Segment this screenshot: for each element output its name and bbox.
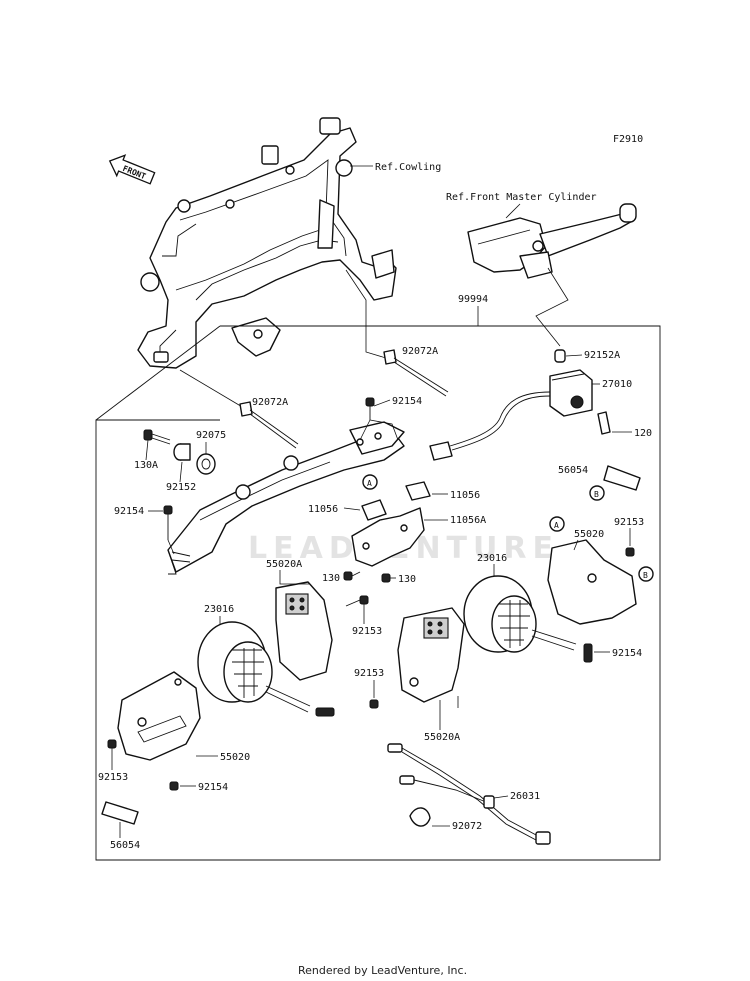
label-55020A-left: 55020A <box>266 559 302 570</box>
label-26031: 26031 <box>510 791 540 802</box>
bolt-130A <box>143 429 171 445</box>
bracket-55020-right <box>547 539 637 625</box>
marker-b-upper: B <box>594 490 599 499</box>
label-92154-bottom: 92154 <box>198 782 228 793</box>
harness-26031 <box>387 743 551 845</box>
label-56054-left: 56054 <box>110 840 140 851</box>
label-23016-right: 23016 <box>477 553 507 564</box>
front-master-cylinder <box>467 203 637 279</box>
bolt-92153-left <box>107 739 117 749</box>
group-box <box>95 325 661 861</box>
lamp-23016-right <box>463 575 593 663</box>
switch-27010 <box>429 349 611 461</box>
label-ref-cowling: Ref.Cowling <box>375 162 441 173</box>
main-bracket <box>167 421 405 575</box>
grommet-92075 <box>196 453 216 475</box>
cable-tie-92072A-left <box>239 401 299 449</box>
label-11056-right: 11056 <box>450 490 480 501</box>
collar-92152 <box>173 443 191 461</box>
label-23016-left: 23016 <box>204 604 234 615</box>
label-92153-right: 92153 <box>614 517 644 528</box>
clip-11056-right <box>405 481 431 501</box>
cable-tie-92072A-top <box>383 349 449 397</box>
label-130-left: 130 <box>322 573 340 584</box>
bracket-55020A-left <box>275 581 333 681</box>
bolt-92154-top <box>365 397 375 420</box>
front-arrow-icon: FRONT <box>108 154 156 185</box>
label-ref-master-cylinder: Ref.Front Master Cylinder <box>446 192 597 203</box>
label-92154-right: 92154 <box>612 648 642 659</box>
label-99994: 99994 <box>458 294 488 305</box>
label-92153-left: 92153 <box>98 772 128 783</box>
marker-a-upper: A <box>367 479 372 488</box>
bolt-92153-lower <box>369 699 379 709</box>
reflector-56054-left <box>101 801 139 825</box>
label-92153-mid: 92153 <box>352 626 382 637</box>
label-120: 120 <box>634 428 652 439</box>
label-55020-left: 55020 <box>220 752 250 763</box>
bolt-92153-mid <box>345 595 369 607</box>
label-92152A: 92152A <box>584 350 620 361</box>
bracket-55020A-right <box>397 607 465 703</box>
label-92152: 92152 <box>166 482 196 493</box>
bracket-11056A <box>351 507 425 567</box>
bolt-130-right <box>381 573 391 583</box>
label-130-right: 130 <box>398 574 416 585</box>
marker-b-lower: B <box>643 571 648 580</box>
cowling-frame <box>137 117 397 369</box>
lamp-23016-left <box>197 621 335 717</box>
clip-11056-left <box>361 499 387 521</box>
band-92072 <box>409 807 431 827</box>
label-130A: 130A <box>134 460 158 471</box>
footer-credit: Rendered by LeadVenture, Inc. <box>298 964 467 977</box>
label-56054-right: 56054 <box>558 465 588 476</box>
label-92072: 92072 <box>452 821 482 832</box>
label-92154-top: 92154 <box>392 396 422 407</box>
marker-a-lower: A <box>554 521 559 530</box>
label-92072A-top: 92072A <box>402 346 438 357</box>
bolt-92154-left <box>163 505 173 540</box>
bolt-92153-right <box>625 547 635 557</box>
reflector-56054-right <box>603 465 641 491</box>
label-55020A-bottom: 55020A <box>424 732 460 743</box>
cover-55020-left <box>117 671 201 761</box>
label-55020-right: 55020 <box>574 529 604 540</box>
diagram-code: F2910 <box>613 134 643 145</box>
label-92154-left: 92154 <box>114 506 144 517</box>
label-92153-lower: 92153 <box>354 668 384 679</box>
label-11056A: 11056A <box>450 515 486 526</box>
label-11056-left: 11056 <box>308 504 338 515</box>
label-92075: 92075 <box>196 430 226 441</box>
label-92072A-left: 92072A <box>252 397 288 408</box>
bolt-92154-bottom <box>169 781 179 791</box>
bolt-130-left <box>343 571 361 581</box>
label-27010: 27010 <box>602 379 632 390</box>
